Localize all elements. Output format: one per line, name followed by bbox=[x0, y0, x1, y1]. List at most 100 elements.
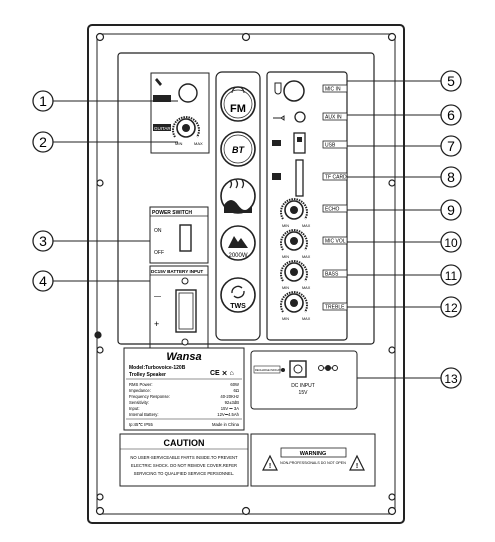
caution-title: CAUTION bbox=[164, 438, 205, 448]
power-switch-title: POWER SWITCH bbox=[152, 210, 192, 216]
mic-guitar-jack[interactable] bbox=[178, 83, 198, 103]
svg-text:!: ! bbox=[356, 463, 358, 470]
aux-in-jack[interactable] bbox=[294, 111, 306, 123]
certification-marks: CE ⨯ ⌂ bbox=[210, 370, 234, 377]
spec-val-4: 15V ⎓ 3A bbox=[221, 406, 239, 411]
bluetooth-icon bbox=[220, 131, 256, 167]
spec-val-0: 60W bbox=[230, 382, 239, 387]
svg-text:12: 12 bbox=[444, 301, 458, 315]
svg-text:10: 10 bbox=[444, 236, 458, 250]
spec-val-1: 6Ω bbox=[234, 388, 239, 393]
mic-vol-label: MIC VOL bbox=[325, 239, 346, 245]
svg-text:7: 7 bbox=[447, 138, 455, 154]
callout-12: 12 bbox=[440, 296, 462, 318]
dc-input-jack[interactable] bbox=[289, 360, 307, 378]
svg-text:11: 11 bbox=[445, 269, 458, 283]
usb-port[interactable] bbox=[293, 132, 306, 154]
microphone-icon bbox=[274, 82, 282, 95]
svg-text:4: 4 bbox=[39, 273, 47, 289]
usb-icon bbox=[272, 140, 281, 146]
svg-text:6: 6 bbox=[447, 107, 455, 123]
callout-13: 13 bbox=[440, 367, 462, 389]
echo-min-label: MIN bbox=[282, 224, 289, 228]
callout-10: 10 bbox=[440, 231, 462, 253]
spec-val-5: 12V⎓4.5Ah bbox=[217, 412, 239, 417]
svg-text:2: 2 bbox=[39, 134, 47, 150]
spec-key-0: RMS Power: bbox=[129, 382, 153, 387]
warning-panel: ! ! WARNING NON-PROFESSIONALS DO NOT OPE… bbox=[250, 433, 376, 487]
micvol-max-label: MAX bbox=[302, 255, 311, 259]
spec-key-5: Internal Battery: bbox=[129, 412, 159, 417]
callout-5: 5 bbox=[440, 70, 462, 92]
echo-max-label: MAX bbox=[302, 224, 311, 228]
svg-text:8: 8 bbox=[447, 169, 455, 185]
mic-in-label: MIC IN bbox=[325, 87, 341, 93]
dc-input-voltage: 15V bbox=[299, 390, 309, 396]
svg-text:1: 1 bbox=[39, 93, 47, 109]
mic-vol-knob[interactable] bbox=[280, 229, 308, 251]
dc-polarity-icon bbox=[318, 365, 338, 371]
spec-footer-left: Ip:45℃ IP55 bbox=[129, 422, 153, 427]
guitar-label: GUITAR bbox=[154, 126, 171, 131]
battery-terminal[interactable] bbox=[175, 289, 197, 333]
tf-card-slot[interactable] bbox=[295, 159, 304, 197]
mic-in-jack[interactable] bbox=[283, 80, 305, 102]
callout-9: 9 bbox=[440, 199, 462, 221]
power-switch[interactable] bbox=[179, 224, 192, 252]
tws-icon bbox=[220, 277, 256, 313]
power-switch-block: POWER SWITCH ON OFF bbox=[149, 206, 209, 264]
warning-text: NON-PROFESSIONALS DO NOT OPEN bbox=[280, 461, 346, 465]
treble-knob[interactable] bbox=[280, 291, 308, 313]
input-jack-block: GUITAR MIN MAX bbox=[150, 72, 210, 154]
echo-label: ECHO bbox=[325, 207, 340, 213]
bass-min-label: MIN bbox=[282, 286, 289, 290]
tws-label: TWS bbox=[230, 303, 246, 310]
callout-1: 1 bbox=[32, 90, 54, 112]
power-off-label: OFF bbox=[154, 250, 164, 256]
feature-icons-column: FM BT 2000W TWS bbox=[215, 71, 261, 341]
battery-minus-label: — bbox=[154, 293, 161, 300]
guitar-icon bbox=[155, 78, 162, 86]
svg-text:13: 13 bbox=[444, 372, 458, 386]
spec-rows: RMS Power: 60W Impedance: 6Ω Frequency R… bbox=[129, 382, 240, 417]
power-rating-label: 2000W bbox=[228, 253, 247, 259]
caution-line-1: NO USER-SERVICEABLE PARTS INSIDE.TO PREV… bbox=[130, 455, 238, 460]
callout-7: 7 bbox=[440, 135, 462, 157]
spec-key-3: Sensitivity: bbox=[129, 400, 149, 405]
caution-line-3: SERVICING TO QUALIFIED SERVICE PERSONNEL… bbox=[134, 471, 235, 476]
aux-icon bbox=[273, 115, 285, 121]
spec-key-1: Impedance: bbox=[129, 388, 151, 393]
recharge-indicator-led bbox=[281, 368, 285, 372]
bass-knob[interactable] bbox=[280, 260, 308, 282]
battery-plus-label: + bbox=[154, 319, 159, 329]
spec-val-3: 92±3dB bbox=[225, 400, 240, 405]
screw-holes bbox=[94, 32, 397, 516]
callout-leaders bbox=[51, 80, 441, 379]
recharge-indicator-label: RECHARGE INDICATOR bbox=[255, 368, 285, 372]
bass-max-label: MAX bbox=[302, 286, 311, 290]
dc-input-label: DC INPUT bbox=[291, 383, 315, 389]
spec-label: Wansa Model:Turbovoice-120B Trolley Spea… bbox=[123, 347, 245, 431]
callout-8: 8 bbox=[440, 166, 462, 188]
fm-label: FM bbox=[230, 103, 246, 115]
tf-card-icon bbox=[272, 173, 281, 180]
model-name: Model:Turbovoice-120B bbox=[129, 365, 186, 371]
svg-text:3: 3 bbox=[39, 233, 47, 249]
svg-text:5: 5 bbox=[447, 73, 455, 89]
tf-card-label: TF CARD bbox=[325, 175, 347, 181]
callout-numbers: 1 2 3 4 5 6 7 8 9 10 11 12 13 bbox=[32, 70, 462, 389]
dc-input-block: RECHARGE INDICATOR DC INPUT 15V bbox=[250, 350, 358, 410]
bt-label: BT bbox=[232, 145, 245, 155]
right-controls: MIN MAX MIN MAX MIN MAX MIN MAX MIC IN A… bbox=[266, 71, 348, 341]
warning-title: WARNING bbox=[300, 451, 327, 457]
power-on-label: ON bbox=[154, 228, 162, 234]
treble-label: TREBLE bbox=[325, 305, 345, 311]
spec-footer-right: Made in China bbox=[212, 422, 240, 427]
warning-triangle-icon-left bbox=[262, 454, 278, 471]
svg-text:9: 9 bbox=[447, 202, 455, 218]
battery-input-title: DC15V BATTERY INPUT bbox=[151, 269, 203, 274]
callout-3: 3 bbox=[32, 230, 54, 252]
echo-knob[interactable] bbox=[280, 198, 308, 220]
micvol-min-label: MIN bbox=[282, 255, 289, 259]
spec-key-2: Frequency Response: bbox=[129, 394, 170, 399]
